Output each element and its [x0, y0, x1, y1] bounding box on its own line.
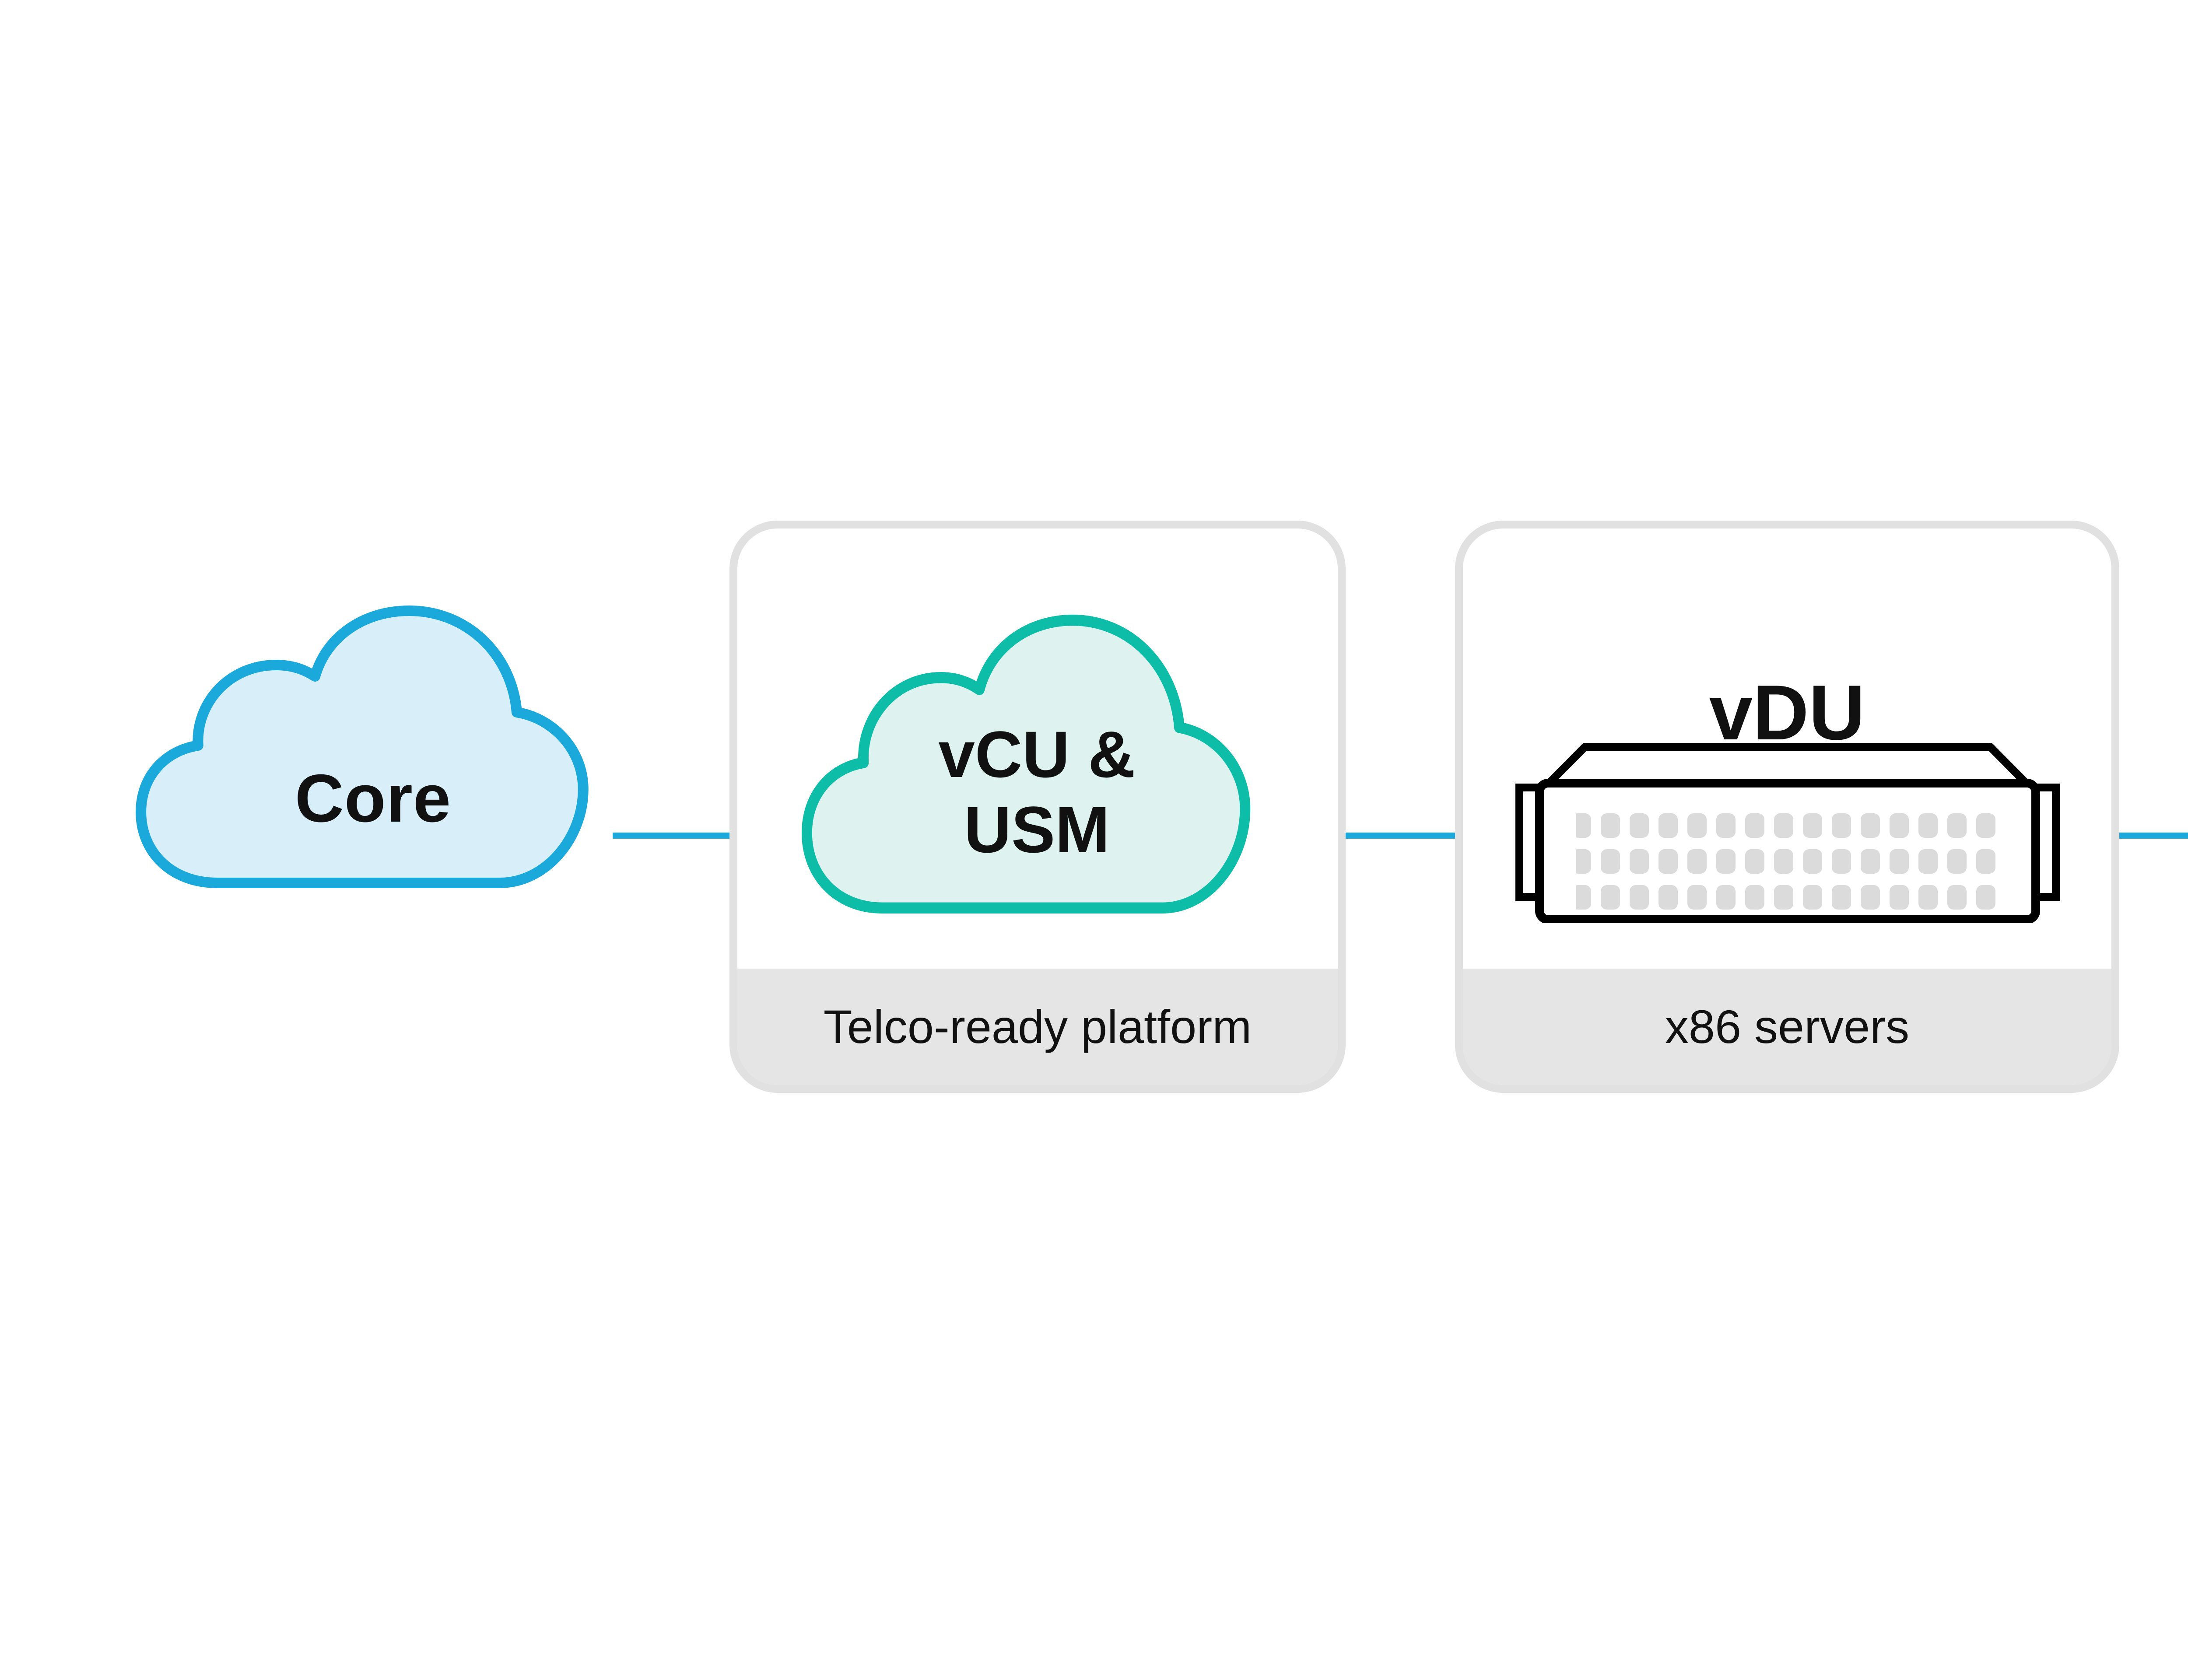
- cloud-icon: [136, 606, 589, 888]
- vcu-cloud: [797, 607, 1276, 938]
- vdu-card-footer: x86 servers: [1463, 969, 2111, 1085]
- core-cloud-node: Core: [131, 598, 615, 911]
- connector-vcu-vdu: [1346, 833, 1457, 839]
- vdu-card: vDU x86 servers: [1455, 521, 2119, 1093]
- vcu-usm-card: vCU & USM Telco-ready platform: [729, 521, 1346, 1093]
- telco-platform-label: Telco-ready platform: [823, 1000, 1252, 1053]
- connector-core-vcu: [613, 833, 732, 839]
- server-icon: [1515, 743, 2060, 923]
- x86-servers-label: x86 servers: [1665, 1000, 1910, 1053]
- connector-vdu-junction: [2119, 833, 2188, 839]
- vcu-usm-label: vCU & USM: [797, 717, 1276, 867]
- cloud-icon: [801, 614, 1251, 914]
- core-label: Core: [295, 760, 452, 836]
- vcu-usm-label-line2: USM: [964, 793, 1110, 866]
- vdu-title: vDU: [1709, 669, 1865, 756]
- vcu-usm-label-line1: vCU &: [938, 718, 1136, 791]
- vcu-card-footer: Telco-ready platform: [737, 969, 1338, 1085]
